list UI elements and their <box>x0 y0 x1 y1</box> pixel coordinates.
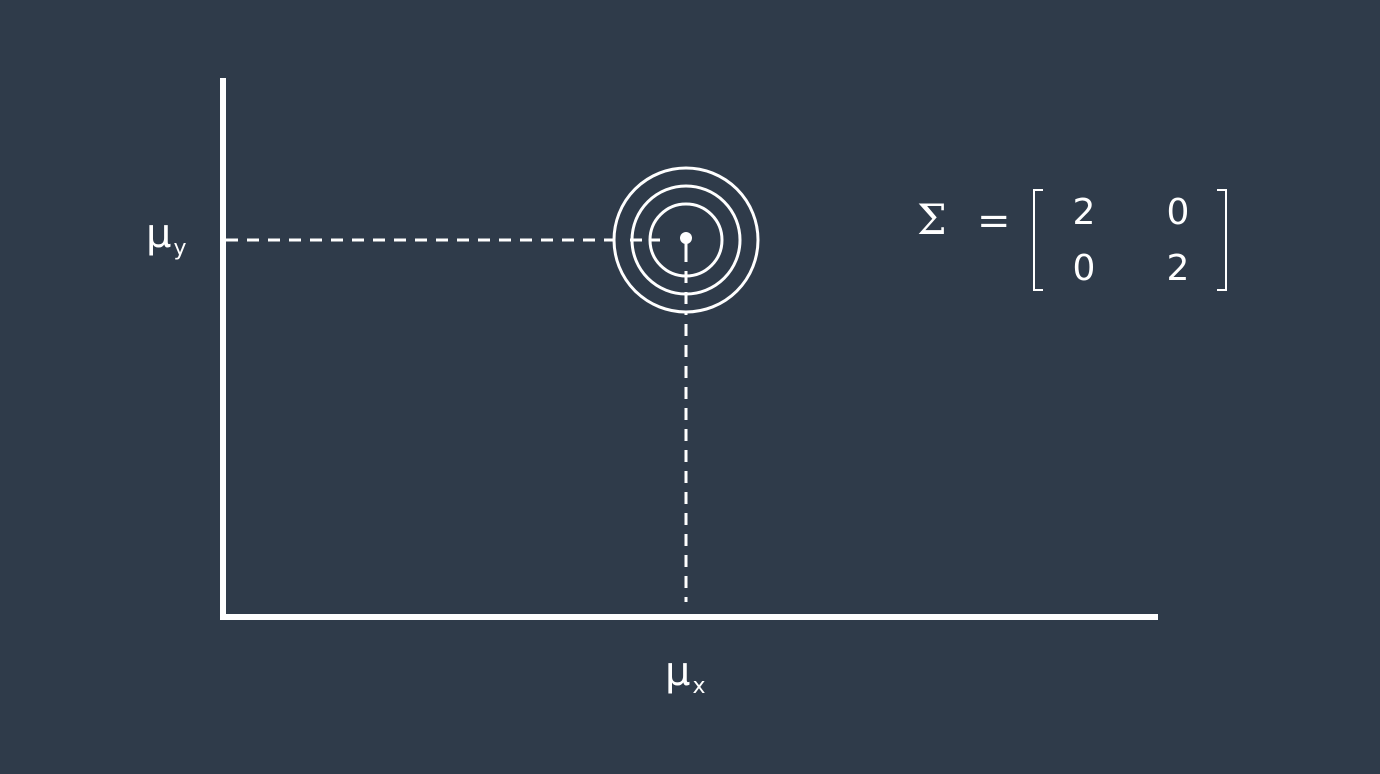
mu-x-base: μ <box>665 649 691 695</box>
matrix-bracket-right <box>1217 189 1227 291</box>
matrix-bracket-left <box>1033 189 1043 291</box>
covariance-formula: Σ = 2 0 0 2 <box>915 185 1245 300</box>
mu-x-subscript: x <box>692 674 706 699</box>
mu-x-label: μx <box>665 649 705 698</box>
mu-y-subscript: y <box>173 236 187 261</box>
mu-y-base: μ <box>146 211 172 257</box>
equals-sign: = <box>977 198 1011 244</box>
sigma-symbol: Σ <box>917 195 947 244</box>
matrix-cell-1-1: 2 <box>1166 248 1190 289</box>
matrix-cell-0-0: 2 <box>1072 192 1096 233</box>
matrix-cell-0-1: 0 <box>1166 192 1190 233</box>
mu-y-label: μy <box>146 211 186 260</box>
matrix-cell-1-0: 0 <box>1072 248 1096 289</box>
